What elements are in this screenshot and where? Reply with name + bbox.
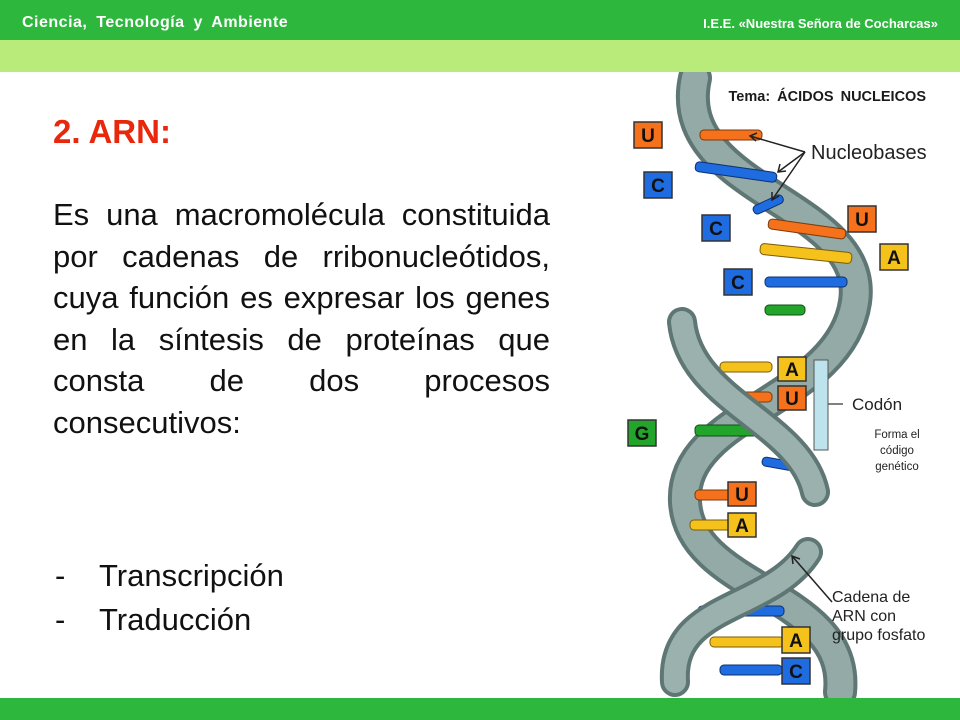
header-bar: Ciencia, Tecnología y Ambiente I.E.E. «N… [0, 0, 960, 40]
rna-backbone-front [671, 311, 826, 503]
svg-text:Forma el: Forma el [874, 429, 919, 441]
base-stick-a [709, 636, 785, 648]
footer-bar [0, 698, 960, 720]
process-item: -Traducción [55, 598, 284, 642]
svg-text:A: A [735, 516, 749, 537]
base-label-c: C [723, 268, 753, 296]
base-stick-a [759, 243, 853, 264]
base-label-u: U [847, 205, 877, 233]
base-label-a: A [781, 626, 811, 654]
codon-label: Codón [852, 395, 902, 414]
codon-note: Forma el código genético [874, 429, 919, 473]
chain-arrow [791, 554, 833, 603]
svg-text:genético: genético [875, 461, 918, 473]
course-title: Ciencia, Tecnología y Ambiente [22, 14, 289, 31]
process-translation: Traducción [99, 602, 252, 637]
base-label-c: C [643, 171, 673, 199]
svg-text:U: U [855, 210, 869, 231]
svg-text:código: código [880, 445, 914, 457]
base-label-c: C [701, 214, 731, 242]
svg-text:U: U [785, 389, 799, 410]
chain-label: Cadena de ARN con grupo fosfato [832, 589, 926, 644]
topic-bar: Tema: ÁCIDOS NUCLEICOS [0, 40, 960, 105]
svg-text:ARN con: ARN con [832, 608, 896, 625]
rna-helix-illustration: U C C U A C A U [627, 61, 927, 709]
nucleobases-arrows [748, 132, 806, 202]
topic-title: Tema: ÁCIDOS NUCLEICOS [728, 89, 926, 105]
base-label-a: A [777, 356, 807, 382]
base-label-u: U [777, 385, 807, 411]
base-label-c: C [781, 657, 811, 685]
process-transcription: Transcripción [99, 558, 284, 593]
base-stick-u [767, 218, 847, 240]
base-stick-g [764, 304, 806, 316]
base-stick-u [699, 129, 763, 141]
svg-text:U: U [641, 126, 655, 147]
svg-text:U: U [735, 485, 749, 506]
base-label-g: G [627, 419, 657, 447]
svg-text:C: C [789, 662, 803, 683]
svg-text:A: A [789, 631, 803, 652]
svg-text:grupo fosfato: grupo fosfato [832, 627, 926, 644]
svg-text:C: C [731, 273, 745, 294]
svg-text:A: A [887, 248, 901, 269]
base-label-u: U [633, 121, 663, 149]
svg-text:Cadena de: Cadena de [832, 589, 910, 606]
base-label-a: A [727, 512, 757, 538]
nucleobases-label: Nucleobases [811, 142, 927, 164]
process-item: -Transcripción [55, 554, 284, 598]
section-heading: 2. ARN: [53, 113, 171, 150]
base-stick-c [694, 161, 778, 183]
process-list: -Transcripción -Traducción [55, 554, 284, 642]
svg-text:C: C [709, 219, 723, 240]
bullet-dash: - [55, 558, 66, 593]
svg-text:G: G [635, 424, 650, 445]
base-stick-c [752, 194, 784, 215]
base-stick-a [719, 361, 773, 373]
svg-text:C: C [651, 176, 665, 197]
bullet-dash: - [55, 602, 66, 637]
codon-bracket [813, 359, 843, 451]
base-stick-c [764, 276, 848, 288]
definition-paragraph: Es una macromolécula constituida por cad… [53, 197, 550, 440]
base-stick-c [719, 664, 783, 676]
rna-diagram: U C C U A C A U [600, 61, 960, 709]
svg-text:A: A [785, 360, 799, 381]
base-label-u: U [727, 481, 757, 507]
rna-backbone-front [663, 541, 819, 693]
school-name: I.E.E. «Nuestra Señora de Cocharcas» [703, 16, 938, 31]
base-label-a: A [879, 243, 909, 271]
